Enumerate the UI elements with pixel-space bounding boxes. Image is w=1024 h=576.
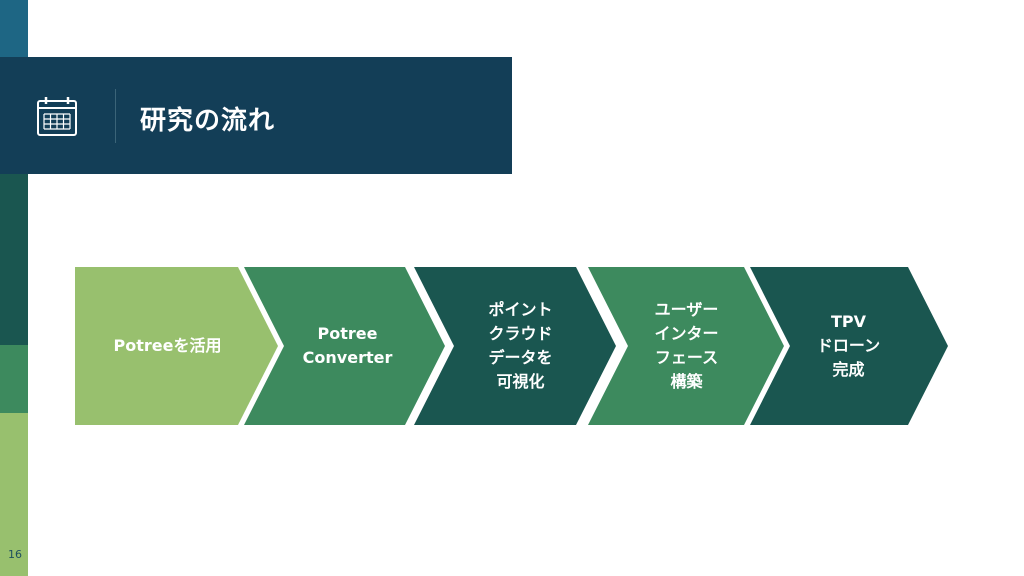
header-divider	[115, 89, 116, 143]
page-title: 研究の流れ	[140, 106, 276, 136]
side-bar-segment-light-green	[0, 413, 28, 576]
side-bar-segment-mid-green	[0, 345, 28, 413]
flow-step-1-label: Potreeを活用	[113, 336, 222, 355]
flow-step-4-shape	[588, 267, 784, 425]
flow-step-3-shape	[414, 267, 616, 425]
flow-step-3-label: ポイント クラウド データを 可視化	[488, 300, 553, 391]
flow-step-5-label: TPV ドローン 完成	[816, 312, 881, 379]
calendar-icon	[37, 97, 77, 136]
flow-step-2-label: Potree Converter	[302, 324, 393, 367]
flow-step-4-label: ユーザー インター フェース 構築	[654, 300, 719, 391]
page-number: 16	[8, 548, 22, 561]
side-bar-segment-blue	[0, 0, 28, 57]
flow-step-2-shape	[244, 267, 445, 425]
title-banner	[0, 57, 512, 174]
side-bar-segment-dark-green	[0, 174, 28, 345]
flow-step-1-shape	[75, 267, 278, 425]
flow-step-5-shape	[750, 267, 948, 425]
